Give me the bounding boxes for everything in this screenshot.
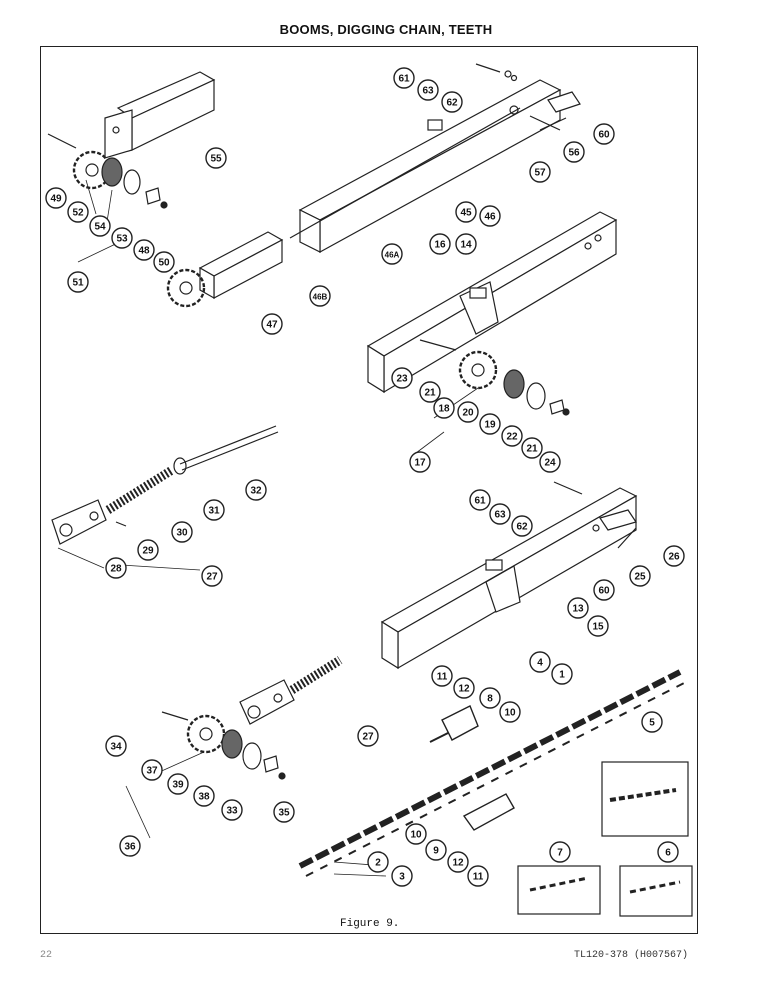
boom-14 — [366, 211, 618, 394]
callout-1: 1 — [559, 670, 565, 681]
callout-30: 30 — [176, 528, 188, 539]
sprocket-47 — [166, 268, 206, 308]
callout-52: 52 — [72, 208, 84, 219]
document-id: TL120-378 (H007567) — [574, 950, 689, 961]
callout-37: 37 — [146, 766, 158, 777]
callout-32: 32 — [250, 486, 262, 497]
boom-stub-47 — [198, 231, 284, 300]
callout-24: 24 — [544, 458, 556, 469]
callout-8: 8 — [487, 694, 493, 705]
callout-56: 56 — [568, 148, 580, 159]
callout-21: 21 — [424, 388, 436, 399]
callout-31: 31 — [208, 506, 220, 517]
page-title: BOOMS, DIGGING CHAIN, TEETH — [279, 22, 493, 37]
callout-45: 45 — [460, 208, 472, 219]
callout-19: 19 — [484, 420, 496, 431]
inset-7 — [517, 865, 601, 915]
callout-46: 46 — [484, 212, 496, 223]
callout-4: 4 — [537, 658, 543, 669]
callout-10: 10 — [410, 830, 422, 841]
callout-13: 13 — [572, 604, 584, 615]
callout-60: 60 — [598, 130, 610, 141]
callout-61: 61 — [474, 496, 486, 507]
digging-chain — [298, 669, 687, 877]
inset-6 — [619, 865, 693, 917]
callout-15: 15 — [592, 622, 604, 633]
callout-62: 62 — [446, 98, 458, 109]
inset-5 — [601, 761, 689, 837]
callout-2: 2 — [375, 858, 381, 869]
sprocket-37 — [161, 711, 286, 780]
callout-46B: 46B — [313, 293, 328, 302]
callout-63: 63 — [422, 86, 434, 97]
callout-22: 22 — [506, 432, 518, 443]
callout-3: 3 — [399, 872, 405, 883]
callout-17: 17 — [414, 458, 426, 469]
boom-stub-55 — [104, 71, 216, 159]
callout-28: 28 — [110, 564, 122, 575]
callout-26: 26 — [668, 552, 680, 563]
callout-48: 48 — [138, 246, 150, 257]
callouts — [45, 67, 685, 887]
callout-38: 38 — [198, 792, 210, 803]
callout-11: 11 — [437, 672, 448, 683]
boom-45 — [289, 63, 581, 254]
figure-caption: Figure 9. — [340, 918, 400, 930]
callout-49: 49 — [50, 194, 62, 205]
callout-29: 29 — [142, 546, 154, 557]
callout-50: 50 — [158, 258, 170, 269]
callout-62: 62 — [516, 522, 528, 533]
callout-21: 21 — [526, 444, 538, 455]
tension-rod-32 — [51, 425, 279, 545]
callout-27: 27 — [206, 572, 218, 583]
callout-7: 7 — [557, 848, 563, 859]
callout-20: 20 — [462, 408, 474, 419]
callout-51: 51 — [72, 278, 84, 289]
callout-25: 25 — [634, 572, 646, 583]
callout-14: 14 — [460, 240, 472, 251]
callout-16: 16 — [434, 240, 446, 251]
callout-55: 55 — [210, 154, 222, 165]
callout-54: 54 — [94, 222, 106, 233]
spring-assembly-27 — [239, 656, 343, 725]
callout-47: 47 — [266, 320, 278, 331]
callout-57: 57 — [534, 168, 546, 179]
callout-12: 12 — [458, 684, 470, 695]
callout-6: 6 — [665, 848, 671, 859]
page-number: 22 — [40, 950, 53, 961]
callout-10: 10 — [504, 708, 516, 719]
callout-63: 63 — [494, 510, 506, 521]
sprocket-18 — [458, 350, 570, 416]
callout-61: 61 — [398, 74, 410, 85]
callout-33: 33 — [226, 806, 238, 817]
callout-18: 18 — [438, 404, 450, 415]
callout-36: 36 — [124, 842, 136, 853]
callout-39: 39 — [172, 780, 184, 791]
callout-53: 53 — [116, 234, 128, 245]
callout-60: 60 — [598, 586, 610, 597]
sprocket-52 — [47, 133, 168, 209]
callout-11: 11 — [473, 872, 484, 883]
callout-23: 23 — [396, 374, 408, 385]
callout-46A: 46A — [385, 251, 400, 260]
callout-27: 27 — [362, 732, 374, 743]
boom-13 — [380, 481, 638, 670]
callout-34: 34 — [110, 742, 122, 753]
callout-5: 5 — [649, 718, 655, 729]
callout-9: 9 — [433, 846, 439, 857]
callout-35: 35 — [278, 808, 290, 819]
callout-12: 12 — [452, 858, 464, 869]
figure-frame — [40, 46, 698, 934]
